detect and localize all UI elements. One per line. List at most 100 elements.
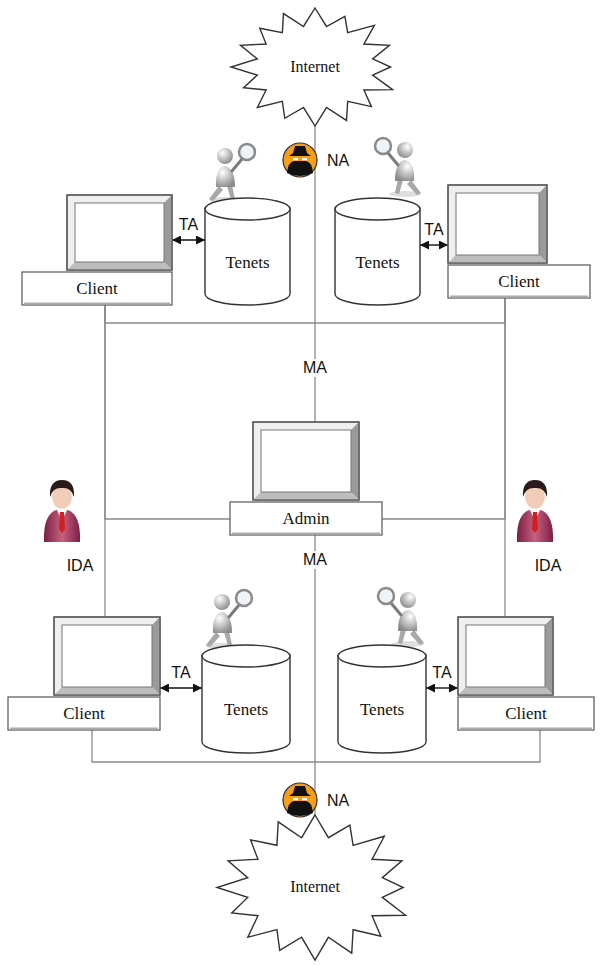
magnifier-figure <box>407 180 421 195</box>
cylinder-body <box>202 656 290 753</box>
cylinder-top <box>338 645 426 667</box>
edge-label-holder: MA <box>301 551 329 569</box>
label-holder: NA <box>327 152 349 170</box>
database-cylinder-outline <box>338 645 426 753</box>
magnifier-figure <box>388 153 398 165</box>
monitor-bevel <box>539 185 547 263</box>
agent-person-icon <box>50 480 74 497</box>
cylinder-body <box>335 209 420 305</box>
spy-icon <box>289 786 311 796</box>
agent-person-icon <box>59 512 65 533</box>
monitor-bevel <box>164 195 172 270</box>
network-line <box>314 126 315 422</box>
agent-label: NA <box>327 792 349 810</box>
text-box: Client <box>22 272 172 305</box>
cylinder-top <box>202 645 290 667</box>
spy-icon <box>283 143 317 177</box>
monitor-bevel <box>253 492 359 500</box>
computer-base <box>448 265 590 298</box>
spy-icon <box>293 158 298 160</box>
magnifier-figure <box>410 630 424 645</box>
text-box: Internet <box>217 815 413 960</box>
monitor-frame <box>253 422 359 500</box>
arrow-connector <box>160 687 202 688</box>
database-cylinder: Tenets <box>335 198 420 305</box>
magnifier-figure <box>214 594 230 610</box>
magnifier-figure <box>232 159 242 171</box>
text-box: Admin <box>230 502 382 535</box>
magnifier-figure <box>397 142 413 158</box>
magnifier-figure <box>227 185 235 200</box>
magnifier-figure <box>378 588 394 604</box>
monitor-bevel <box>152 617 160 695</box>
computer-box: Client <box>22 195 172 305</box>
text-box: Internet <box>231 8 399 126</box>
edge-label-holder: TA <box>432 664 451 682</box>
node-text: Client <box>498 272 540 292</box>
computer-box: Client <box>8 617 160 730</box>
arrow-connector <box>172 239 205 240</box>
node-text: Tenets <box>355 253 399 273</box>
agent-person-icon <box>44 510 80 542</box>
node-text: Internet <box>290 878 340 896</box>
computer-box: Admin <box>230 422 382 535</box>
label-holder: IDA <box>67 557 94 575</box>
magnifier-figure <box>217 148 233 164</box>
database-cylinder: Tenets <box>205 198 290 305</box>
monitor-bevel <box>448 255 547 263</box>
agent-label: IDA <box>67 557 94 575</box>
monitor <box>458 617 553 695</box>
edge-label: TA <box>179 216 198 234</box>
database-cylinder-outline <box>205 198 290 305</box>
monitor-frame <box>67 195 172 270</box>
edge-label: TA <box>424 221 443 239</box>
monitor-bevel <box>54 687 160 695</box>
monitor <box>448 185 547 263</box>
label-holder: IDA <box>535 557 562 575</box>
edge-label: TA <box>171 664 190 682</box>
computer-base <box>8 697 160 730</box>
database-cylinder-outline <box>335 198 420 305</box>
cylinder-top <box>335 198 420 220</box>
edge-label-holder: TA <box>171 664 190 682</box>
spy-icon <box>302 798 307 800</box>
magnifier-figure <box>209 186 223 201</box>
agent-person-icon <box>517 480 553 542</box>
node-text: Admin <box>282 509 329 529</box>
text-box: Client <box>448 265 590 298</box>
monitor <box>67 195 172 270</box>
database-cylinder: Tenets <box>338 645 426 753</box>
node-text: Client <box>505 704 547 724</box>
monitor-bevel <box>67 262 172 270</box>
monitor-frame <box>253 422 359 500</box>
monitor-screen <box>466 625 545 687</box>
text-box: Tenets <box>335 220 420 305</box>
network-line <box>105 305 230 519</box>
magnifier-figure <box>395 179 403 194</box>
monitor-frame <box>458 617 553 695</box>
magnifier-figure <box>378 588 424 647</box>
monitor-frame <box>67 195 172 270</box>
spy-icon <box>287 801 313 816</box>
cylinder-body <box>205 209 290 305</box>
cloud-outline <box>217 815 406 960</box>
magnifier-figure <box>206 590 252 649</box>
node-text: Tenets <box>224 700 268 720</box>
agent-label: IDA <box>535 557 562 575</box>
cloud-outline <box>231 8 393 126</box>
edge-label-holder: MA <box>301 359 329 377</box>
computer-base <box>24 303 170 305</box>
spy-icon <box>287 161 313 176</box>
monitor-screen <box>75 203 164 262</box>
edge-label: MA <box>301 359 329 377</box>
agent-person-icon <box>532 512 538 533</box>
magnifier-figure <box>206 632 220 647</box>
agent-label: NA <box>327 152 349 170</box>
database-cylinder: Tenets <box>202 645 290 753</box>
spy-icon <box>302 158 307 160</box>
edge-label-holder: TA <box>424 221 443 239</box>
arrow-connector <box>426 687 458 688</box>
computer-box: Client <box>458 617 594 730</box>
node-text: Tenets <box>225 253 269 273</box>
